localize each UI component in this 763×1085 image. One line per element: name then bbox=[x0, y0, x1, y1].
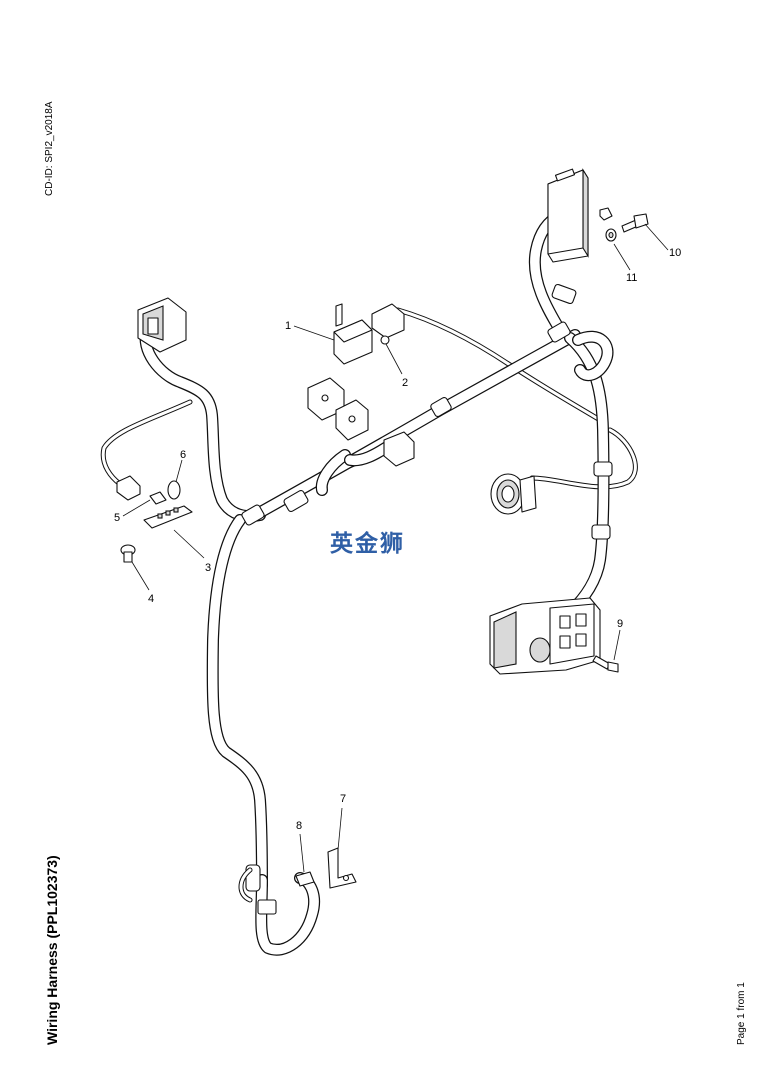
callout-1: 1 bbox=[285, 320, 291, 332]
callout-9: 9 bbox=[617, 618, 623, 630]
callout-labels: 1 2 3 4 5 6 7 8 9 10 11 bbox=[114, 247, 681, 832]
callout-2: 2 bbox=[402, 377, 408, 389]
callout-5: 5 bbox=[114, 512, 120, 524]
relay bbox=[333, 303, 373, 365]
callout-4: 4 bbox=[148, 593, 154, 605]
fuse-connector-block bbox=[489, 597, 601, 675]
callout-8: 8 bbox=[296, 820, 302, 832]
lower-plug bbox=[238, 864, 277, 915]
wire-plug bbox=[116, 475, 141, 501]
callout-6: 6 bbox=[180, 449, 186, 461]
callout-10: 10 bbox=[669, 247, 681, 259]
callout-11: 11 bbox=[626, 272, 637, 284]
left-connector bbox=[137, 297, 187, 353]
watermark-logo: 英金狮 bbox=[330, 531, 405, 557]
callout-3: 3 bbox=[205, 562, 211, 574]
harness-clamps bbox=[241, 283, 613, 540]
leader-lines bbox=[122, 223, 669, 873]
callout-7: 7 bbox=[340, 793, 346, 805]
small-connector bbox=[371, 303, 405, 345]
round-connector bbox=[490, 473, 537, 515]
main-connector-block bbox=[547, 168, 589, 263]
relay-sockets bbox=[307, 377, 415, 467]
